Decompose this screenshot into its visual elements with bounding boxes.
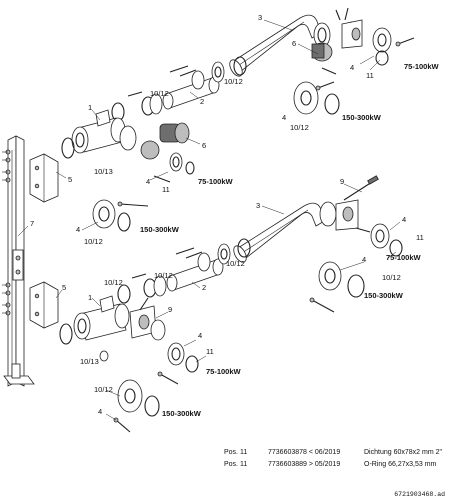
callout-4-lower-left: 4 [198,331,202,340]
callout-4-mid-left: 4 [76,225,80,234]
label-150-300kw-upper-left: 150-300kW [140,225,180,234]
callout-1-upper: 1 [88,103,92,112]
callout-10-12-lower-c: 10/12 [154,271,173,280]
callout-6-upper-left: 6 [202,141,206,150]
leader-lines [17,19,401,421]
label-150-300kw-upper-right: 150-300kW [342,113,382,122]
wall-bracket [2,135,59,387]
lower-assembly [59,175,403,433]
callout-10-13-upper: 10/13 [94,167,113,176]
callout-10-12-lower-b: 10/12 [382,273,401,282]
callout-2-lower: 2 [202,283,206,292]
callout-4-upper-left: 4 [146,177,150,186]
callout-11-lower-right: 11 [416,233,424,242]
footnote-row-2: Pos. 11 7736603889 > 05/2019 O-Ring 66,27x… [224,461,436,468]
callout-10-12-lower-e: 10/12 [94,385,113,394]
footnote-pos: Pos. 11 [224,449,248,456]
callout-4-upper-right: 4 [350,63,354,72]
callout-10-12-upper-b: 10/12 [150,89,169,98]
callout-7: 7 [30,219,34,228]
callout-3-upper: 3 [258,13,262,22]
footnote-part-number: 7736603878 < 06/2019 [268,449,341,456]
footnote-description: Dichtung 60x78x2 mm 2" [364,449,442,456]
callout-3-lower: 3 [256,201,260,210]
callout-5-lower: 5 [62,283,66,292]
footnote-description: O-Ring 66,27x3,53 mm [364,461,437,468]
footnote-part-number: 7736603889 > 05/2019 [268,461,341,468]
footnote-row-1: Pos. 11 7736603878 < 06/2019 Dichtung 60x7… [224,449,442,456]
callout-10-12-lower-d: 10/12 [104,278,123,287]
callout-11-upper-left: 11 [162,185,170,194]
callout-10-12-upper-a: 10/12 [224,77,243,86]
callout-1-lower: 1 [88,293,92,302]
callouts: 3 6 4 11 75-100kW 10/12 10/12 2 1 4 150-… [30,13,440,418]
callout-10-12-lower-a: 10/12 [226,259,245,268]
label-75-100kw-upper-left: 75-100kW [198,177,234,186]
callout-9-lower-right: 9 [340,177,344,186]
callout-5-upper: 5 [68,175,72,184]
callout-6-upper-right: 6 [292,39,296,48]
callout-4-upper-mid: 4 [282,113,286,122]
label-75-100kw-lower-right: 75-100kW [386,253,422,262]
callout-10-13-lower: 10/13 [80,357,99,366]
document-id: 6721903468.ad [394,491,445,498]
callout-4-bottom: 4 [98,407,102,416]
callout-11-upper-right: 11 [366,71,374,80]
callout-10-12-mid-left: 10/12 [84,237,103,246]
upper-assembly [61,7,415,232]
callout-9-lower-left: 9 [168,305,172,314]
callout-4-lower-right: 4 [402,215,406,224]
label-150-300kw-lower-left: 150-300kW [162,409,202,418]
label-75-100kw-upper-right: 75-100kW [404,62,440,71]
callout-10-12-upper-c: 10/12 [290,123,309,132]
footnote-pos: Pos. 11 [224,461,248,468]
label-150-300kw-lower-right: 150-300kW [364,291,404,300]
callout-2-upper: 2 [200,97,204,106]
callout-4-lower-mid: 4 [362,255,366,264]
label-75-100kw-lower-left: 75-100kW [206,367,242,376]
callout-11-lower-left: 11 [206,347,214,356]
